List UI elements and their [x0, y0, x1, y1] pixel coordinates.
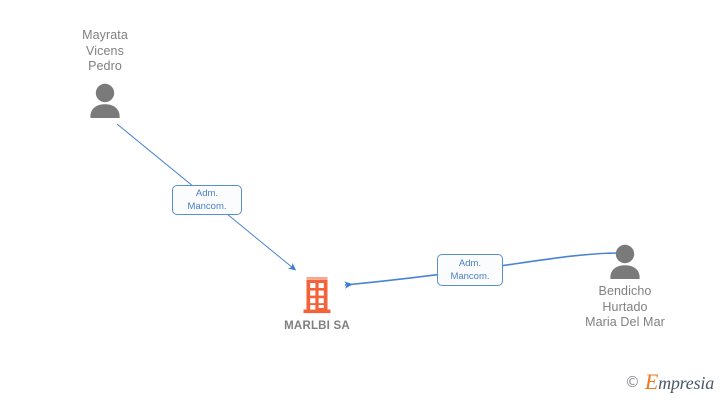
- node-company-marlbi-sa[interactable]: MARLBI SA: [252, 277, 382, 332]
- person-icon: [90, 83, 120, 118]
- person-right-label: Bendicho Hurtado Maria Del Mar: [585, 284, 665, 329]
- copyright-icon: ©: [624, 373, 640, 391]
- edge-label-adm-mancom-right[interactable]: Adm. Mancom.: [437, 254, 503, 286]
- node-person-mayrata-vicens-pedro[interactable]: Mayrata Vicens Pedro: [40, 28, 170, 118]
- edge-label-text: Adm. Mancom.: [450, 258, 490, 282]
- building-icon: [303, 277, 331, 314]
- edge-label-text: Adm. Mancom.: [187, 188, 227, 212]
- node-person-bendicho-hurtado-maria-del-mar[interactable]: Bendicho Hurtado Maria Del Mar: [560, 243, 690, 331]
- person-icon: [610, 244, 640, 279]
- person-left-label: Mayrata Vicens Pedro: [82, 28, 128, 73]
- brand-initial: E: [644, 369, 659, 394]
- brand-rest: mpresia: [658, 373, 714, 393]
- brand-wordmark: Empresia: [645, 371, 714, 393]
- edge-label-adm-mancom-left[interactable]: Adm. Mancom.: [172, 185, 242, 215]
- watermark-empresia: © Empresia: [624, 371, 714, 393]
- company-label: MARLBI SA: [284, 320, 350, 332]
